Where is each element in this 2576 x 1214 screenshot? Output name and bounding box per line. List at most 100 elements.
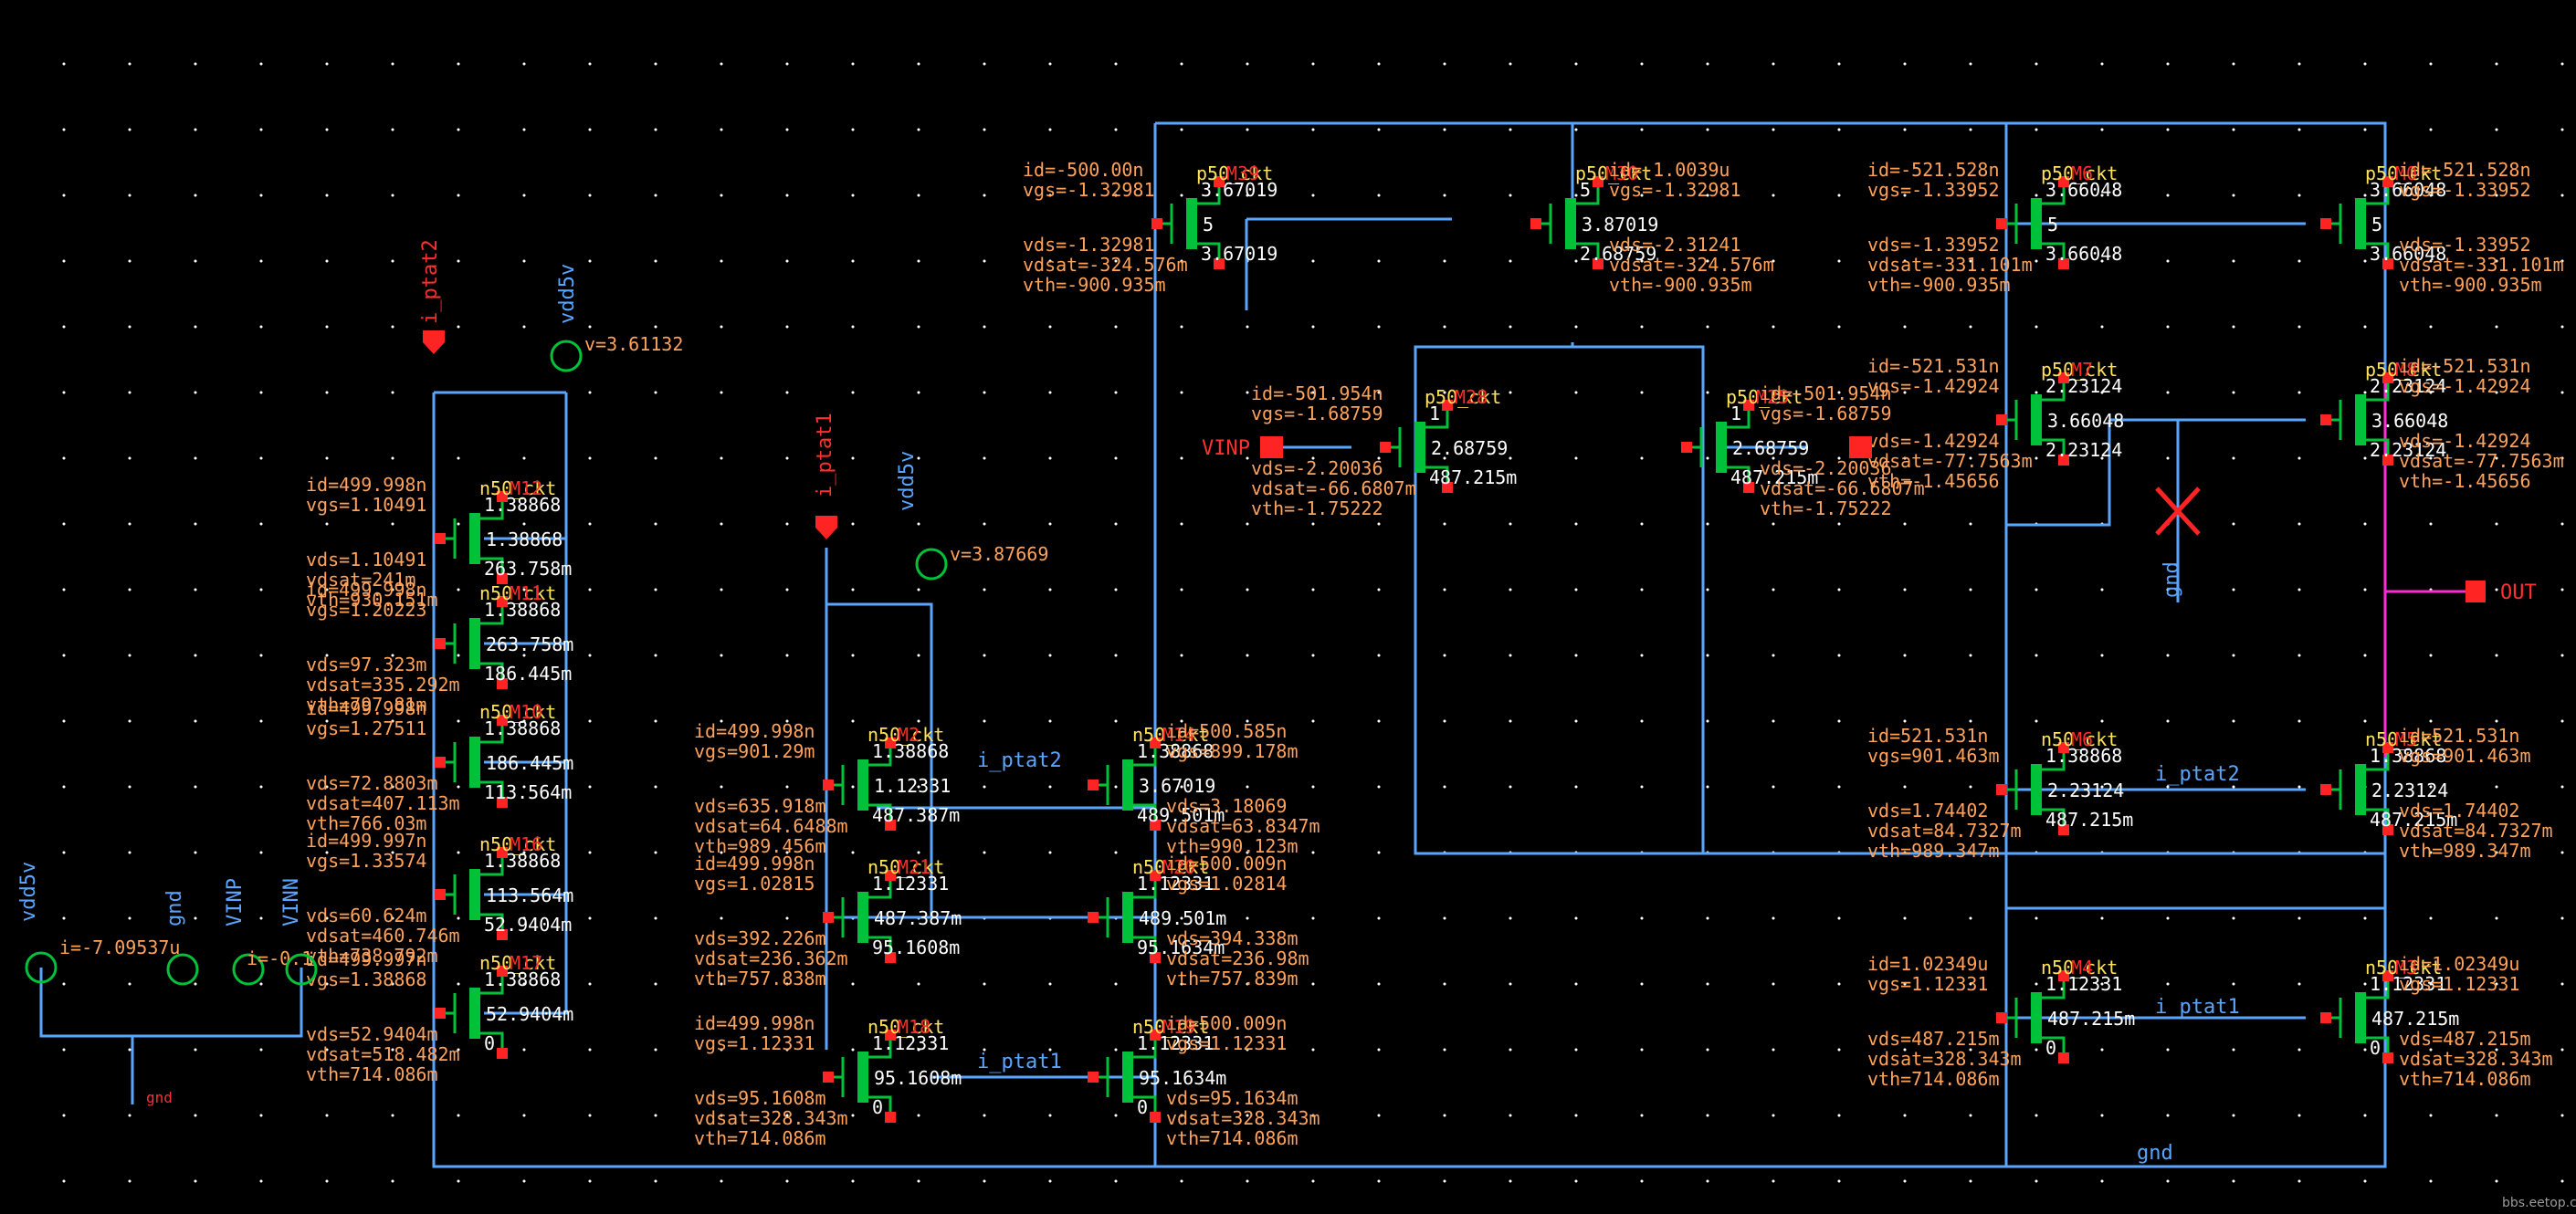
i-ptat2-net: i_ptat2 bbox=[977, 749, 1062, 772]
sources[interactable]: v=3.61132 v=3.87669 i=-7.09537u i=-0.1 bbox=[25, 333, 2201, 986]
transistor-m5-20[interactable]: n50_cktM51.388682.23124487.215mid=521.53… bbox=[2320, 725, 2553, 862]
device-param: vth=714.086m bbox=[1867, 1068, 2000, 1090]
out-pin-label: OUT bbox=[2500, 581, 2537, 604]
vinn-pin-box[interactable] bbox=[1849, 436, 1872, 458]
device-param: vgs=-1.68759 bbox=[1760, 403, 1892, 424]
device-param: id=-500.00n bbox=[1023, 159, 1143, 181]
transistor-m4-21[interactable]: n50_cktM41.12331487.215m0id=1.02349uvgs=… bbox=[1867, 953, 2135, 1090]
instance-name: M16 bbox=[510, 833, 542, 855]
device-param: vds=60.624m bbox=[306, 905, 426, 926]
voltage-source-v0-icon[interactable] bbox=[232, 953, 265, 986]
device-param: vgs=-1.32981 bbox=[1023, 179, 1155, 201]
device-param: vdsat=-331.101m bbox=[1867, 254, 2033, 276]
vinn-label: VINN bbox=[280, 878, 303, 926]
transistor-m17-4[interactable]: n50_cktM171.3886852.9404m0id=499.997nvgs… bbox=[306, 948, 573, 1085]
out-pin-box[interactable] bbox=[2466, 581, 2486, 602]
drain-voltage: 1.38868 bbox=[1137, 740, 1214, 762]
device-param: vdsat=328.343m bbox=[1867, 1048, 2022, 1070]
i-ptat2-pin-icon[interactable] bbox=[423, 330, 445, 354]
transistor-m19-10[interactable]: n50_cktM191.1233195.1634m0id=500.009nvgs… bbox=[1088, 1012, 1320, 1149]
transistor-m6-15[interactable]: p50_cktM63.6604853.66048id=-521.528nvgs=… bbox=[1867, 159, 2122, 296]
transistor-m20-9[interactable]: n50_cktM201.12331489.501m95.1634mid=500.… bbox=[1088, 853, 1309, 989]
transistor-m8-18[interactable]: p50_cktM82.231243.660482.23124id=-521.53… bbox=[2320, 355, 2564, 492]
transistor-m10-2[interactable]: n50_cktM101.38868186.445m113.564mid=499.… bbox=[306, 697, 573, 834]
drain-pin-icon bbox=[2058, 742, 2069, 753]
gnd-label: gnd bbox=[163, 890, 186, 926]
transistor-m25-14[interactable]: p50_cktM2512.68759487.215mid=-501.954nvg… bbox=[1681, 382, 1925, 519]
source-voltage: 186.445m bbox=[484, 663, 572, 685]
transistor-body-icon bbox=[1122, 1052, 1133, 1103]
drain-voltage: 2.23124 bbox=[2370, 375, 2446, 397]
current-source-i2-icon[interactable] bbox=[550, 340, 583, 372]
transistor-body-icon bbox=[2031, 764, 2042, 815]
drain-pin-icon bbox=[497, 847, 508, 858]
transistor-m21-6[interactable]: n50_cktM211.12331487.387m95.1608mid=499.… bbox=[694, 853, 962, 989]
device-param: vdsat=63.8347m bbox=[1166, 815, 1320, 837]
transistor-m6-19[interactable]: n50_cktM61.388682.23124487.215mid=521.53… bbox=[1867, 725, 2133, 862]
source-pin-icon bbox=[1214, 258, 1225, 269]
voltage-source-v1-icon[interactable] bbox=[166, 953, 199, 986]
gate-voltage: 113.564m bbox=[486, 884, 573, 906]
device-param: vdsat=328.343m bbox=[2399, 1048, 2553, 1070]
cell-name: n50_ckt bbox=[2041, 728, 2118, 750]
device-param: vds=95.1608m bbox=[694, 1087, 826, 1109]
transistor-m3-22[interactable]: n50_cktM31.12331487.215m0id=1.02349uvgs=… bbox=[2320, 953, 2553, 1090]
transistor-m11-1[interactable]: n50_cktM111.38868263.758m186.445mid=499.… bbox=[306, 579, 573, 716]
current-source-i0-icon[interactable] bbox=[915, 548, 948, 581]
transistor-m16-3[interactable]: n50_cktM161.38868113.564m52.9404mid=499.… bbox=[306, 830, 573, 967]
device-param: vgs=1.10491 bbox=[306, 494, 426, 516]
transistor-body-icon bbox=[2355, 394, 2366, 445]
device-param: vgs=-1.32981 bbox=[1609, 179, 1741, 201]
gnd-label-2: gnd bbox=[2161, 561, 2183, 598]
vinp-pin-box[interactable] bbox=[1260, 436, 1283, 458]
drain-voltage: 1.12331 bbox=[872, 1032, 949, 1054]
instance-name: M19 bbox=[1162, 1016, 1195, 1038]
transistor-m39-11[interactable]: p50_cktM393.6701953.67019id=-500.00nvgs=… bbox=[1023, 159, 1277, 296]
device-param: vth=989.347m bbox=[2399, 840, 2531, 862]
cell-name: n50_ckt bbox=[867, 856, 944, 878]
transistor-terminals-icon bbox=[1687, 406, 1751, 488]
gate-pin-icon bbox=[2320, 784, 2331, 795]
drain-pin-icon bbox=[1150, 738, 1161, 748]
gate-voltage: 3.87019 bbox=[1582, 214, 1658, 235]
i-ptat1-pin-icon[interactable] bbox=[815, 516, 837, 539]
transistor-m28-13[interactable]: p50_cktM2812.68759487.215mid=-501.954nvg… bbox=[1251, 382, 1517, 519]
voltage-source-v2-icon[interactable] bbox=[285, 953, 318, 986]
gate-pin-icon bbox=[823, 912, 834, 923]
source-pin-icon bbox=[1150, 952, 1161, 963]
drain-pin-icon bbox=[885, 1030, 896, 1041]
gate-pin-icon bbox=[435, 889, 446, 900]
cell-name: p50_ckt bbox=[1425, 386, 1501, 408]
pins[interactable] bbox=[423, 330, 2486, 602]
source-voltage: 487.387m bbox=[872, 804, 960, 826]
transistor-m14-8[interactable]: n50_cktM141.388683.67019489.501mid=500.5… bbox=[1088, 720, 1320, 857]
device-param: vdsat=84.7327m bbox=[2399, 820, 2553, 842]
device-param: vgs=-1.33952 bbox=[1867, 179, 2000, 201]
source-pin-icon bbox=[885, 1112, 896, 1123]
source-pin-icon bbox=[2058, 455, 2069, 466]
source-pin-icon bbox=[1442, 482, 1453, 493]
transistor-body-icon bbox=[857, 1052, 868, 1103]
gate-voltage: 487.215m bbox=[2047, 1008, 2135, 1030]
device-param: vth=714.086m bbox=[2399, 1068, 2531, 1090]
source-voltage: 489.501m bbox=[1137, 804, 1225, 826]
gate-voltage: 2.68759 bbox=[1732, 437, 1809, 459]
transistor-m18-7[interactable]: n50_cktM181.1233195.1608m0id=499.998nvgs… bbox=[694, 1012, 962, 1149]
transistor-m2-5[interactable]: n50_cktM21.388681.12331487.387mid=499.99… bbox=[694, 720, 960, 857]
transistor-body-icon bbox=[857, 892, 868, 943]
device-param: vth=738.792m bbox=[306, 945, 438, 967]
voltage-source-v4-icon[interactable] bbox=[25, 951, 58, 984]
drain-voltage: 1.12331 bbox=[2045, 973, 2122, 995]
i-ptat1-net: i_ptat1 bbox=[977, 1051, 1062, 1073]
net-labels: vdd5v gnd VINP VINN i_ptat2 vdd5v i_ptat… bbox=[17, 239, 2537, 1165]
gate-voltage: 2.23124 bbox=[2371, 780, 2448, 801]
transistor-m7-17[interactable]: p50_cktM72.231243.660482.23124id=-521.53… bbox=[1867, 355, 2124, 492]
transistor-m30-12[interactable]: p50_cktM3053.870192.68759id=-1.0039uvgs=… bbox=[1530, 159, 1774, 296]
device-param: vdsat=407.113m bbox=[306, 792, 460, 814]
transistor-m0-16[interactable]: p50_cktM03.6604853.66048id=-521.528nvgs=… bbox=[2320, 159, 2564, 296]
transistor-m12-0[interactable]: n50_cktM121.388681.38868263.758mid=499.9… bbox=[306, 474, 572, 611]
source-voltage: 3.67019 bbox=[1201, 243, 1277, 265]
source-voltage: 487.215m bbox=[2045, 809, 2133, 831]
